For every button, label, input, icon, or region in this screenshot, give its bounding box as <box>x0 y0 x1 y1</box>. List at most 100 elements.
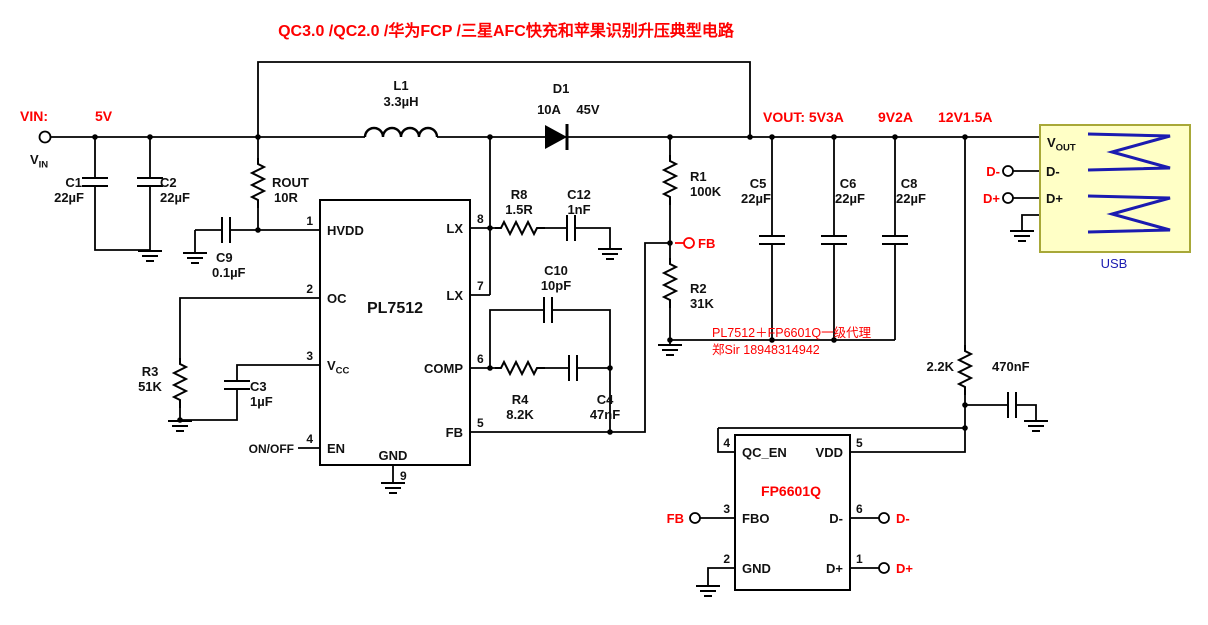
c4-value-label: 47nF <box>590 407 620 422</box>
pl7512-box <box>319 199 471 466</box>
vin-terminal <box>38 130 52 144</box>
fp6601q-pin4-label: QC_EN <box>742 445 787 460</box>
vin-voltage-label: 5V <box>95 108 113 124</box>
junction-dot <box>667 337 673 343</box>
junction-dot <box>147 134 153 140</box>
fp6601q-pin5-label: VDD <box>816 445 843 460</box>
pl7512-pin5-number: 5 <box>477 416 484 430</box>
output-cap-wires <box>771 137 896 340</box>
junction-dot <box>962 402 968 408</box>
junction-dot <box>92 134 98 140</box>
fp6601q-pin1-label: D+ <box>826 561 843 576</box>
pl7512-name: PL7512 <box>367 300 423 317</box>
junction-dot <box>769 337 775 343</box>
c4-ref-label: C4 <box>597 392 614 407</box>
junction-dot <box>831 337 837 343</box>
junction-dot <box>487 134 493 140</box>
l1-inductor <box>363 126 439 138</box>
junction-dot <box>769 134 775 140</box>
r8-value-label: 1.5R <box>505 202 533 217</box>
junction-dot <box>607 429 613 435</box>
r2-ref-label: R2 <box>690 281 707 296</box>
c5-ref-label: C5 <box>750 176 767 191</box>
usb-dplus-pin-label: D+ <box>1046 191 1063 206</box>
on-off-label: ON/OFF <box>249 442 294 456</box>
fp6601q-name: FP6601Q <box>761 483 821 499</box>
c3-ref-label: C3 <box>250 379 267 394</box>
oc-r3-c3-vcc-wires <box>179 297 320 421</box>
junction-dot <box>831 134 837 140</box>
watermark-line1: PL7512＋FP6601Q一级代理 <box>712 326 872 340</box>
pl7512-pin4-label: EN <box>327 441 345 456</box>
d1-diode <box>545 124 569 150</box>
usb-connector <box>1039 124 1191 253</box>
junction-dot <box>487 365 493 371</box>
c6-ref-label: C6 <box>840 176 857 191</box>
r2-value-label: 31K <box>690 296 714 311</box>
junction-dot <box>892 134 898 140</box>
dminus-label: D- <box>896 511 910 526</box>
fp6601q-pin-wires <box>700 517 879 585</box>
fb-wires <box>470 242 670 433</box>
pl7512-pin2-label: OC <box>327 291 347 306</box>
usb-dminus-terminal <box>1002 165 1014 177</box>
fp6601q-pin6-label: D- <box>829 511 843 526</box>
fb-bottom-label: FB <box>667 511 684 526</box>
rout-ref-label: ROUT <box>272 175 309 190</box>
watermark-line2: 郑Sir 18948314942 <box>712 342 820 357</box>
fp6601q-pin2-label: GND <box>742 561 771 576</box>
comp-wires <box>470 309 611 432</box>
r8-ref-label: R8 <box>511 187 528 202</box>
vdd-rc-wires <box>850 137 1037 453</box>
c12-ref-label: C12 <box>567 187 591 202</box>
r4-value-label: 8.2K <box>506 407 534 422</box>
pl7512-pin8-label: LX <box>446 221 463 236</box>
usb-contact-icon <box>1087 194 1171 234</box>
junction-dot <box>747 134 753 140</box>
rvdd-value-label: 2.2K <box>927 359 955 374</box>
junction-dot <box>255 227 261 233</box>
c2-ref-label: C2 <box>160 175 177 190</box>
fp6601q-pin4-number: 4 <box>723 436 730 450</box>
junction-dot <box>667 134 673 140</box>
fb-top-terminal <box>683 237 695 249</box>
r1-r2-wires <box>669 137 895 344</box>
c2-value-label: 22µF <box>160 190 190 205</box>
pl7512-pin1-label: HVDD <box>327 223 364 238</box>
fb-top-label: FB <box>698 236 715 251</box>
pl7512-pin8-number: 8 <box>477 212 484 226</box>
fp6601q-pin3-number: 3 <box>723 502 730 516</box>
pl7512-pin3-number: 3 <box>306 349 313 363</box>
top-bypass-wire <box>257 61 751 137</box>
l1-value-label: 3.3µH <box>384 94 419 109</box>
qc-en-wires <box>717 427 965 453</box>
c8-value-label: 22µF <box>896 191 926 206</box>
usb-dplus-net-label: D+ <box>983 191 1000 206</box>
junction-dots <box>92 134 968 435</box>
pl7512-pin6-number: 6 <box>477 352 484 366</box>
usb-dminus-pin-label: D- <box>1046 164 1060 179</box>
junction-dot <box>962 425 968 431</box>
fp6601q-pin1-number: 1 <box>856 552 863 566</box>
junction-dot <box>487 225 493 231</box>
pl7512-pin9-label: GND <box>379 448 408 463</box>
usb-dminus-net-label: D- <box>986 164 1000 179</box>
pl7512-pin5-label: FB <box>446 425 463 440</box>
fp6601q-pin2-number: 2 <box>723 552 730 566</box>
junction-dot <box>962 134 968 140</box>
usb-pin-wires <box>1013 170 1040 230</box>
pl7512-pin1-number: 1 <box>306 214 313 228</box>
junction-dot <box>177 417 183 423</box>
fp6601q-pin3-label: FBO <box>742 511 769 526</box>
vin-net-label: VIN: <box>20 108 48 124</box>
pl7512-pin9-number: 9 <box>400 469 407 483</box>
vout-net-label: VOUT: 5V3A <box>763 109 844 125</box>
vout-9v-label: 9V2A <box>878 109 913 125</box>
junction-dot <box>607 365 613 371</box>
dplus-terminal <box>878 562 890 574</box>
junction-dot <box>255 134 261 140</box>
usb-caption: USB <box>1101 256 1128 271</box>
c1-ref-label: C1 <box>65 175 82 190</box>
